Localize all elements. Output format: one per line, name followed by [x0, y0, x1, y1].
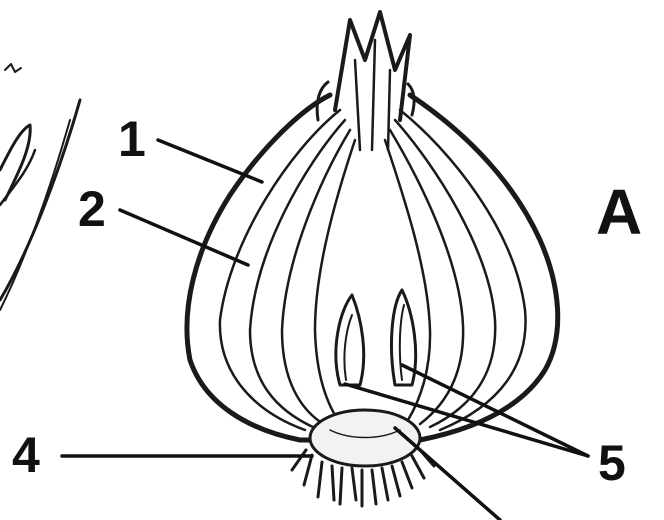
label-2: 2	[78, 181, 106, 237]
leader-line-3	[395, 428, 500, 520]
label-1: 1	[118, 111, 146, 167]
label-5: 5	[598, 435, 626, 491]
leader-line-2	[120, 210, 248, 265]
panel-letter: A	[596, 176, 642, 248]
adjacent-figure-fragment	[0, 64, 80, 310]
leader-line-1	[158, 140, 262, 182]
inner-bud-left	[336, 295, 364, 385]
label-4: 4	[12, 427, 40, 483]
